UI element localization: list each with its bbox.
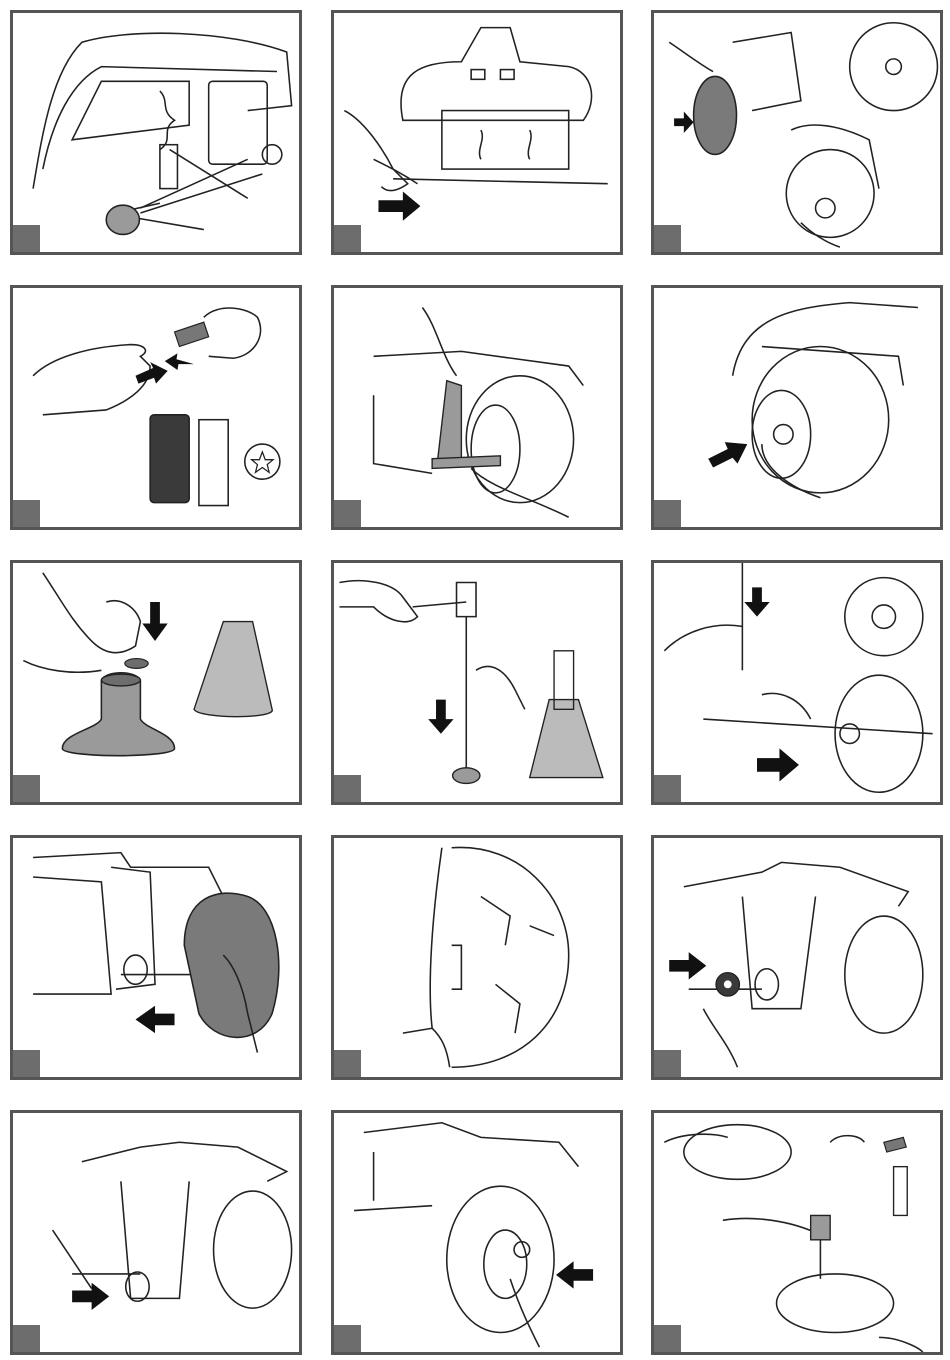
- hammer-icon: [334, 563, 620, 802]
- hand-icon: [13, 288, 299, 527]
- arrow-right-icon: [708, 442, 747, 467]
- axle-cap-icon: [106, 205, 139, 234]
- step-badge: [13, 1050, 40, 1077]
- wheel-icon: [654, 13, 940, 252]
- screwdriver-icon: [432, 381, 500, 469]
- wheel-icon: [334, 838, 620, 1077]
- step-badge: [654, 1325, 681, 1352]
- wheel-icon: [654, 563, 940, 802]
- instruction-panel-10: [10, 835, 302, 1080]
- instruction-panel-13: [10, 1110, 302, 1355]
- arrow-right-icon: [669, 952, 706, 979]
- washer-icon: [716, 973, 739, 996]
- step-badge: [334, 225, 361, 252]
- arrow-down-icon: [142, 602, 167, 641]
- arrow-down-icon: [744, 587, 769, 616]
- step-badge: [13, 225, 40, 252]
- instruction-panel-8: [331, 560, 623, 805]
- step-badge: [654, 1050, 681, 1077]
- fender-icon: [432, 1028, 450, 1067]
- instruction-panel-11: [331, 835, 623, 1080]
- arrow-down-icon: [428, 700, 453, 734]
- instruction-panel-3: [651, 10, 943, 255]
- instruction-panel-6: [651, 285, 943, 530]
- vehicle-rear-icon: [13, 1113, 299, 1352]
- arrow-left-icon: [556, 1261, 593, 1288]
- step-badge: [13, 1325, 40, 1352]
- hammer-icon: [723, 1215, 830, 1278]
- wheel-icon: [654, 1113, 940, 1352]
- step-badge: [13, 775, 40, 802]
- cap-nut-icon: [453, 651, 603, 784]
- step-badge: [654, 775, 681, 802]
- arrow-right-icon: [378, 192, 420, 221]
- instruction-panel-4: [10, 285, 302, 530]
- vehicle-rear-icon: [334, 1113, 620, 1352]
- instruction-panel-9: [651, 560, 943, 805]
- instruction-panel-12: [651, 835, 943, 1080]
- bushing-icon: [150, 322, 228, 505]
- instruction-panel-14: [331, 1110, 623, 1355]
- instruction-panel-1: [10, 10, 302, 255]
- step-badge: [13, 500, 40, 527]
- instruction-panel-15: [651, 1110, 943, 1355]
- cap-nut-icon: [62, 622, 272, 756]
- arrow-icon: [136, 353, 195, 383]
- vehicle-rear-icon: [654, 838, 940, 1077]
- arrow-right-icon: [757, 748, 799, 781]
- vehicle-rear-icon: [13, 838, 299, 1077]
- vehicle-rear-icon: [13, 13, 299, 252]
- arrow-left-icon: [136, 1006, 175, 1033]
- retaining-washer-icon: [245, 444, 280, 479]
- vehicle-front-icon: [334, 13, 620, 252]
- wheel-icon: [654, 288, 940, 527]
- instruction-panel-2: [331, 10, 623, 255]
- step-badge: [654, 500, 681, 527]
- bushing-icon: [884, 1137, 907, 1215]
- step-badge: [334, 500, 361, 527]
- instruction-panel-7: [10, 560, 302, 805]
- step-badge: [654, 225, 681, 252]
- arrow-right-icon: [674, 112, 694, 133]
- step-badge: [334, 1050, 361, 1077]
- step-badge: [334, 775, 361, 802]
- instruction-panel-5: [331, 285, 623, 530]
- step-badge: [334, 1325, 361, 1352]
- wheel-icon: [334, 288, 620, 527]
- hand-icon: [13, 563, 299, 802]
